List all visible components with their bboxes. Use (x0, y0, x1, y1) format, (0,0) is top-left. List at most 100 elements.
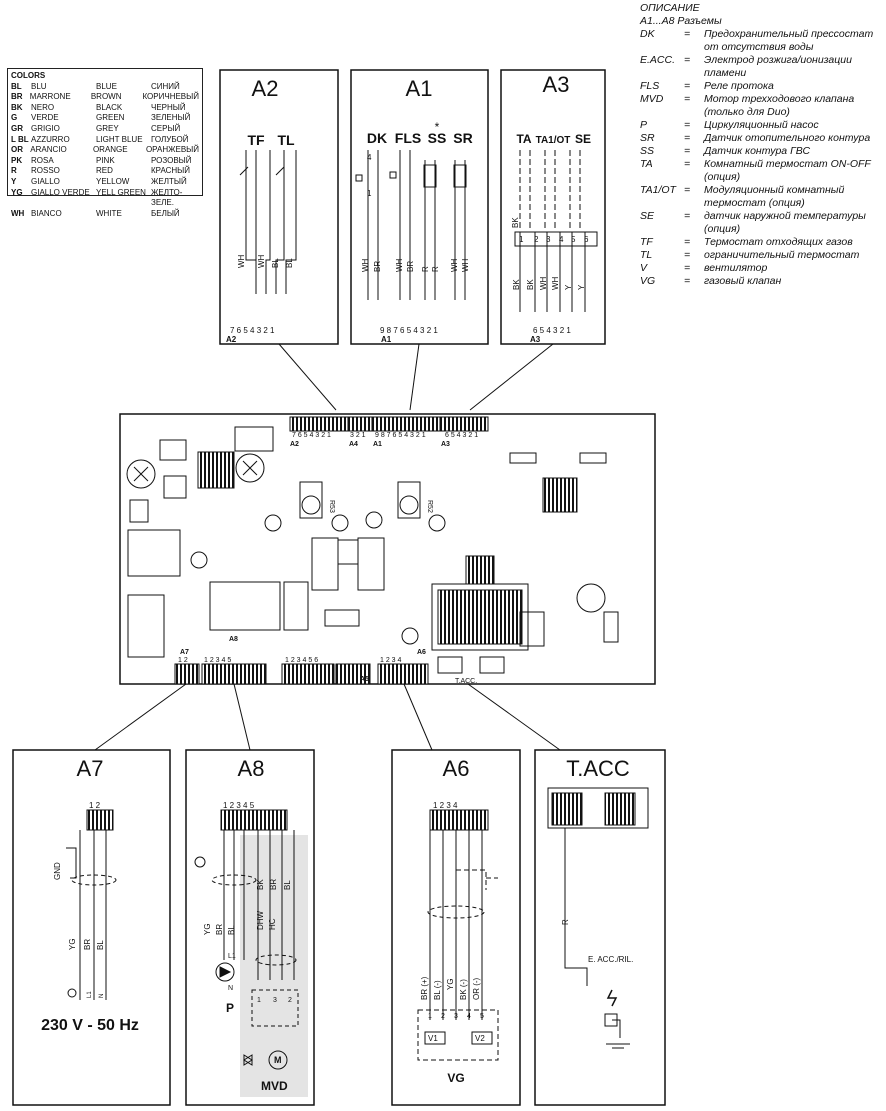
board-a1-pins: 9 8 7 6 5 4 3 2 1 (375, 432, 426, 439)
a1-dk-pin-top: 4 (367, 153, 372, 162)
color-english: PINK (96, 155, 115, 165)
a1-wire: WH (361, 258, 370, 272)
board-pot-label: R53 (328, 500, 335, 513)
a7-wire: BR (83, 939, 92, 950)
color-italian: NERO (31, 102, 55, 112)
a3-comp-ta: TA (516, 132, 531, 146)
color-italian: ROSA (31, 155, 54, 165)
a8-wire: BK (256, 879, 265, 890)
board-a7-label: A7 (180, 649, 189, 656)
legend-item: SR=Датчик отопительного контура (640, 132, 880, 145)
colors-table-title: COLORS (11, 71, 46, 80)
a6-valve-v1: V1 (428, 1034, 438, 1043)
color-italian: AZZURRO (31, 134, 70, 144)
a6-leader (403, 683, 433, 751)
a3-terminal: 2 (534, 235, 539, 244)
legend-item: DK=Предохранительный прессостат от отсут… (640, 28, 880, 54)
a1-wire: R (421, 266, 430, 272)
a8-box (185, 749, 315, 1106)
legend-item: V=вентилятор (640, 262, 880, 275)
a1-wire: BR (373, 261, 382, 272)
a3-comp-se: SE (575, 132, 591, 146)
color-code: Y (11, 176, 17, 186)
legend-text: Модуляционный комнатный термостат (опция… (704, 184, 845, 209)
a3-terminal: 3 (546, 235, 551, 244)
color-russian: РОЗОВЫЙ (151, 155, 192, 165)
color-italian: VERDE (31, 113, 59, 123)
a3-terminal: 1 (519, 235, 524, 244)
a2-title: A2 (252, 76, 279, 101)
legend-eq: = (684, 132, 691, 144)
tacc-title: T.ACC (566, 756, 630, 781)
color-english: GREY (96, 123, 119, 133)
a7-title: A7 (77, 756, 104, 781)
a2-wire: WH (257, 254, 266, 268)
legend-eq: = (684, 28, 691, 40)
a8-pump-term: L1 (228, 953, 236, 960)
color-english: BROWN (90, 92, 122, 102)
color-russian: ЖЕЛТО-ЗЕЛЕ. (151, 187, 183, 208)
a6-term: 1 (428, 1013, 432, 1020)
legend-text: Комнатный термостат ON-OFF (опция) (704, 158, 871, 183)
color-code: OR (11, 145, 23, 155)
a3-wire-top: BK (511, 217, 520, 228)
a8-wire: BR (269, 879, 278, 890)
a2-wire: BL (285, 258, 294, 268)
board-a2-label: A2 (290, 441, 299, 448)
a1-comp-sr: SR (453, 130, 472, 146)
tacc-wire: R (561, 919, 570, 925)
a7-term: N (99, 994, 105, 998)
a6-term: 2 (441, 1013, 445, 1020)
legend-eq: = (684, 262, 691, 274)
board-a3-label: A3 (441, 441, 450, 448)
legend-item: SS=Датчик контура ГВС (640, 145, 880, 158)
board-a3-connector (439, 416, 489, 432)
color-italian: MARRONE (29, 92, 71, 102)
board-a6-connector (377, 663, 429, 685)
a3-pins: 6 5 4 3 2 1 (533, 326, 571, 335)
board-a4-pins: 3 2 1 (350, 432, 366, 439)
a1-label: A1 (381, 335, 392, 344)
a3-wire: WH (539, 276, 548, 290)
a1-wire: WH (450, 258, 459, 272)
color-english: BLACK (96, 102, 123, 112)
color-code: BL (11, 81, 22, 91)
color-russian: ГОЛУБОЙ (151, 134, 189, 144)
a8-wire: YG (203, 923, 212, 935)
a3-wire: Y (577, 284, 586, 290)
legend-item: VG=газовый клапан (640, 275, 880, 288)
a1-dk-pin-bottom: 1 (367, 189, 372, 198)
color-italian: GIALLO (31, 176, 60, 186)
a6-wire: BL (-) (433, 980, 442, 1000)
legend-eq: = (684, 80, 691, 92)
legend-text: Датчик контура ГВС (704, 145, 811, 157)
a7-wire: BL (96, 940, 105, 950)
color-russian: ЗЕЛЕНЫЙ (151, 113, 191, 123)
a6-term: 5 (480, 1013, 484, 1020)
legend-key: SS (640, 145, 655, 157)
a8-pump-term: N (228, 985, 233, 992)
color-english: YELL GREEN (96, 187, 146, 197)
color-russian: ЖЕЛТЫЙ (151, 176, 187, 186)
legend-subtitle: А1...А8 Разъемы (640, 15, 722, 27)
a6-wire: BK (-) (459, 979, 468, 1000)
a1-comp-ss: SS (428, 130, 447, 146)
tacc-box (534, 749, 666, 1106)
board-a4-connector (347, 416, 373, 432)
legend-item: FLS=Реле протока (640, 80, 880, 93)
board-a8-connector (201, 663, 267, 685)
legend-key: VG (640, 275, 656, 287)
legend-key: V (640, 262, 648, 274)
legend-eq: = (684, 275, 691, 287)
tacc-leader (467, 683, 561, 751)
a3-leader (469, 343, 554, 411)
